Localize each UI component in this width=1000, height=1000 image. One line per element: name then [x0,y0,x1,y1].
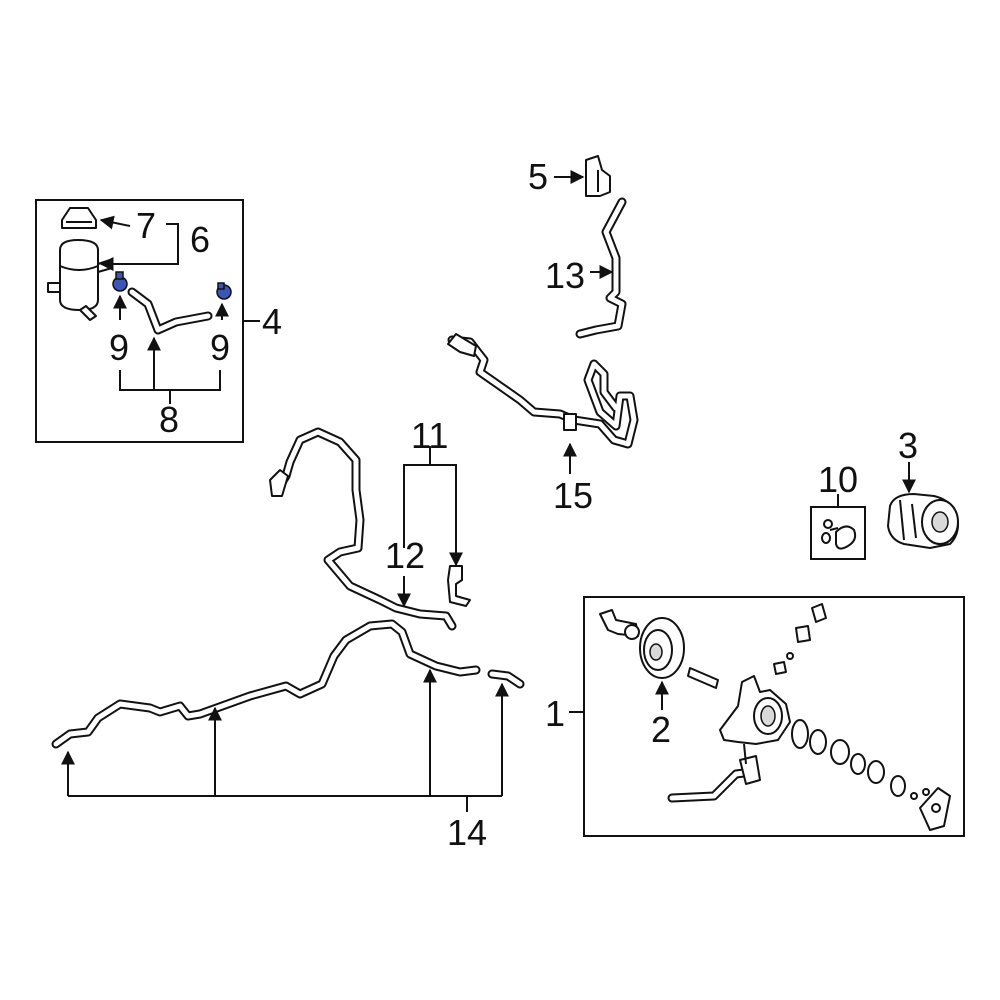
callout-7: 7 [136,205,156,246]
pulley[interactable] [639,617,685,679]
callout-2: 2 [651,709,671,750]
callout-6: 6 [190,219,210,260]
callout-8: 8 [159,399,179,440]
pump-group-box [583,596,965,837]
pump-internals[interactable] [791,719,930,800]
callout-15: 15 [553,475,593,516]
pump-suction-pipe[interactable] [667,743,761,803]
reservoir-hose[interactable] [127,287,213,335]
pump-fittings[interactable] [773,603,827,675]
return-line[interactable] [575,197,627,339]
long-return-line[interactable] [51,619,525,749]
callout-13: 13 [545,255,585,296]
callout-5: 5 [528,156,548,197]
pump-housing[interactable] [719,675,791,745]
callout-9-left: 9 [109,327,129,368]
reservoir-group-box [35,199,244,443]
callout-12: 12 [385,535,425,576]
hose-clamp-left[interactable] [112,271,128,292]
pump-cover[interactable] [919,787,951,831]
hose-clip[interactable] [585,155,611,197]
pump-shaft[interactable] [687,667,719,689]
callout-3: 3 [898,425,918,466]
callout-4: 4 [262,301,282,342]
reservoir-cap[interactable] [61,207,97,229]
seal-kit[interactable] [810,506,866,560]
hose-bracket[interactable] [447,565,471,607]
callout-11: 11 [411,415,448,456]
pressure-hose[interactable] [269,427,457,631]
pump-body[interactable] [887,493,959,549]
hose-clamp-right[interactable] [216,282,232,300]
pulley-bolt[interactable] [599,609,640,640]
callout-14: 14 [447,812,487,853]
reservoir-tank[interactable] [47,239,113,321]
callout-9-right: 9 [210,327,230,368]
callout-10: 10 [818,459,858,500]
cooler-line[interactable] [447,333,639,449]
callout-1: 1 [545,693,565,734]
